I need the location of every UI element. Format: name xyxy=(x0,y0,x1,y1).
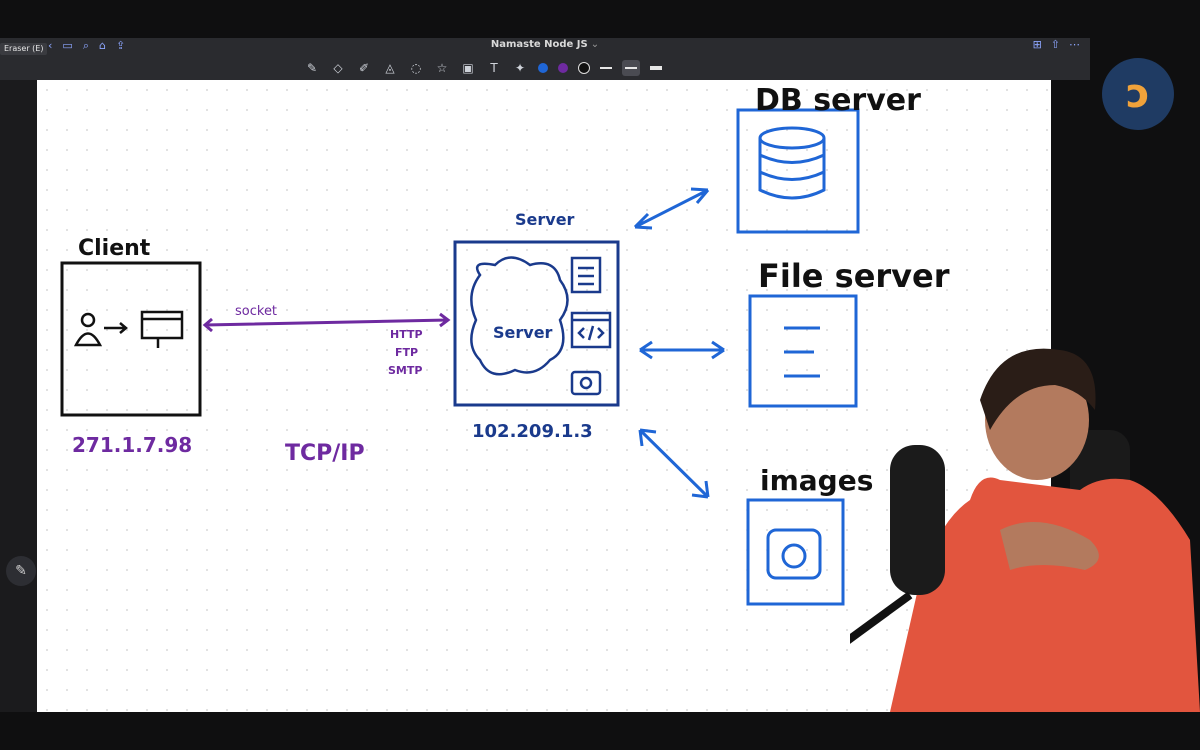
left-panel xyxy=(0,80,37,712)
server-cloud-label: Server xyxy=(493,323,553,342)
monitor-icon xyxy=(140,310,184,348)
socket-label: socket xyxy=(235,304,277,319)
mic-arm xyxy=(850,591,913,644)
document-title[interactable]: Namaste Node JS⌄ xyxy=(0,39,1090,50)
socket-arrow xyxy=(202,312,451,333)
hair xyxy=(980,348,1096,430)
images-label: images xyxy=(760,464,873,497)
server-box xyxy=(453,240,620,407)
user-icon xyxy=(73,312,103,347)
thick-stroke-option[interactable] xyxy=(650,66,662,70)
file-box xyxy=(748,294,858,408)
protocol-smtp: SMTP xyxy=(388,364,422,377)
text-icon[interactable]: T xyxy=(490,61,498,75)
images-box xyxy=(746,498,845,606)
thin-stroke-option[interactable] xyxy=(600,67,612,69)
client-ip: 271.1.7.98 xyxy=(72,433,192,457)
blue-color-swatch[interactable] xyxy=(538,63,548,73)
eraser-tooltip: Eraser (E) xyxy=(0,43,48,55)
db-server-label: DB server xyxy=(755,83,921,118)
left-title-icons: ‹ ▭ ⌕ ⌂ ⇪ xyxy=(48,39,125,53)
laser-icon[interactable]: ✦ xyxy=(514,61,526,75)
black-color-swatch[interactable] xyxy=(578,62,590,74)
sidebar-icon[interactable]: ▭ xyxy=(62,39,73,52)
tcpip-label: TCP/IP xyxy=(285,441,365,466)
server-ip: 102.209.1.3 xyxy=(472,421,593,442)
server-cloud xyxy=(470,256,569,376)
add-page-icon[interactable]: ⊞ xyxy=(1032,38,1042,51)
arrow-icon xyxy=(104,322,128,334)
file-lines-icon xyxy=(784,326,820,378)
hands xyxy=(1000,522,1099,570)
purple-color-swatch[interactable] xyxy=(558,63,568,73)
logo-glyph-icon: ↄ xyxy=(1126,71,1150,117)
document-icon xyxy=(570,256,602,294)
protocol-ftp: FTP xyxy=(395,346,418,359)
presenter-video xyxy=(850,348,1200,712)
images-arrow xyxy=(638,428,710,499)
file-arrow xyxy=(639,340,725,360)
lasso-icon[interactable]: ◌ xyxy=(410,61,422,75)
camera-icon-small xyxy=(570,370,602,396)
bookmark-icon[interactable]: ⌂ xyxy=(98,39,106,52)
file-server-label: File server xyxy=(758,257,950,295)
highlighter-icon[interactable]: ✐ xyxy=(358,61,370,75)
code-icon xyxy=(570,311,612,349)
right-title-icons: ⊞ ⇧ ⋯ xyxy=(1033,38,1080,51)
channel-logo: ↄ xyxy=(1102,58,1174,130)
document-title-text: Namaste Node JS xyxy=(490,39,588,50)
image-icon[interactable]: ▣ xyxy=(462,61,474,75)
share-icon[interactable]: ⇪ xyxy=(115,39,126,52)
db-arrow xyxy=(633,187,710,230)
client-box xyxy=(60,261,202,417)
protocol-http: HTTP xyxy=(390,328,423,341)
microphone xyxy=(890,445,945,595)
client-label: Client xyxy=(78,236,151,261)
eraser-icon[interactable]: ◇ xyxy=(333,61,343,75)
tool-group: ✎ ◇ ✐ ◬ ◌ ☆ ▣ T ✦ xyxy=(304,60,662,76)
db-box xyxy=(736,108,860,234)
shirt xyxy=(890,477,1200,712)
server-label: Server xyxy=(515,210,575,229)
chevron-down-icon: ⌄ xyxy=(590,39,600,50)
medium-stroke-option[interactable] xyxy=(622,60,640,76)
pen-tool-button[interactable]: ✎ xyxy=(6,556,36,586)
note-canvas[interactable] xyxy=(37,80,1051,712)
database-icon xyxy=(758,126,826,200)
camera-icon xyxy=(766,528,822,580)
back-icon[interactable]: ‹ xyxy=(48,39,53,52)
pen-icon[interactable]: ✎ xyxy=(306,61,318,75)
search-icon[interactable]: ⌕ xyxy=(82,39,89,52)
shapes-icon[interactable]: ◬ xyxy=(385,61,395,75)
more-icon[interactable]: ⋯ xyxy=(1069,38,1080,51)
sticker-icon[interactable]: ☆ xyxy=(436,61,448,75)
upload-icon[interactable]: ⇧ xyxy=(1050,38,1060,51)
